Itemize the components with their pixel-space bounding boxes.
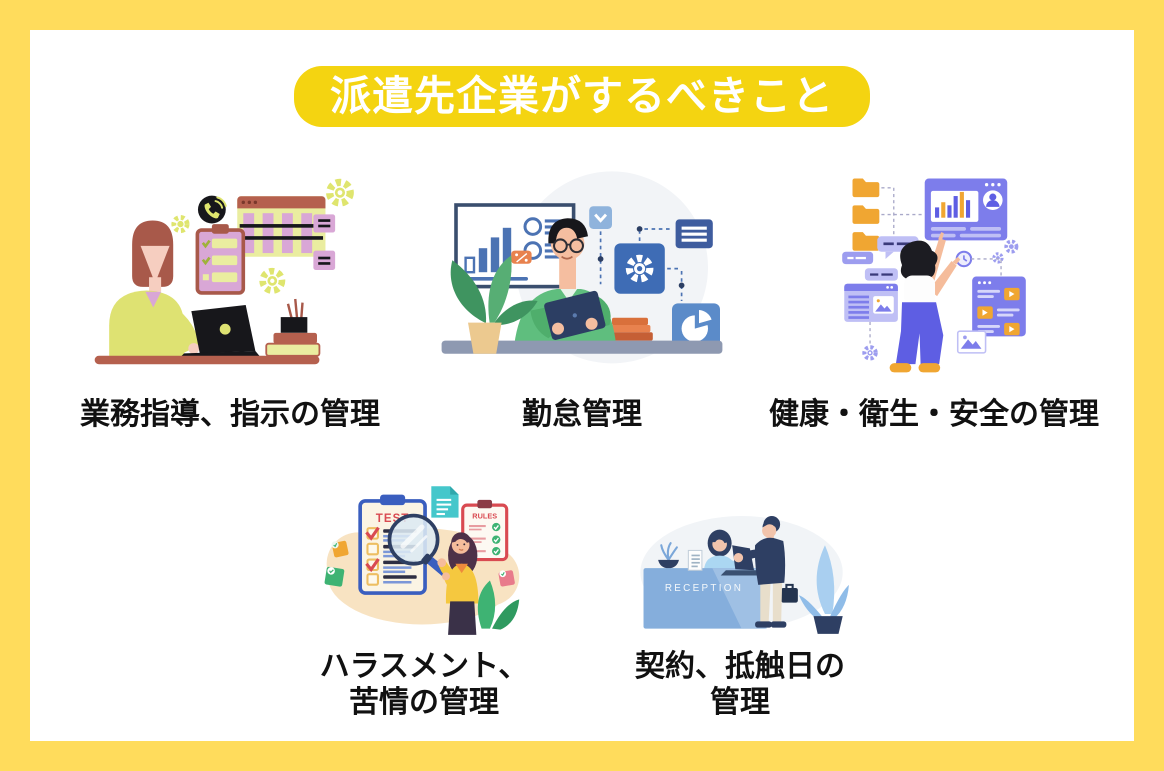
visitor-man: [733, 516, 798, 628]
top-row: 業務指導、指示の管理: [30, 157, 1134, 433]
image-card-icon: [956, 330, 987, 354]
books-icon: [606, 317, 653, 341]
item-attendance: 勤怠管理: [406, 157, 758, 433]
document-stand-icon: [687, 550, 702, 571]
document-icon: [431, 486, 459, 518]
analytics-window-icon: [924, 178, 1008, 241]
sticky-note-icon: [498, 570, 515, 587]
pointing-woman: [889, 232, 961, 373]
page-title: 派遣先企業がするべきこと: [330, 73, 834, 119]
schedule-window-icon: [237, 196, 326, 257]
folder-icons: [852, 178, 925, 251]
plant-icon: [798, 545, 849, 634]
item-label: ハラスメント、 苦情の管理: [319, 650, 529, 720]
desk-plant-icon: [657, 542, 679, 569]
phone-icon: [197, 195, 227, 224]
speech-bubble-icons: [842, 236, 919, 281]
reception-sign: RECEPTION: [664, 583, 742, 594]
item-harassment: RULES: [274, 473, 574, 721]
sticky-note-icon: [331, 540, 349, 558]
desk-organizer-books-icon: [265, 298, 321, 357]
reception-desk: RECEPTION: [643, 568, 767, 629]
illustration-health-safety: [842, 178, 1026, 373]
man-with-tablet: [513, 218, 617, 352]
list-window-icon: [844, 283, 898, 361]
rules-title: RULES: [472, 512, 497, 521]
item-label: 契約、抵触日の 管理: [635, 650, 845, 720]
sticky-note-icon: [313, 214, 336, 233]
title-badge: 派遣先企業がするべきこと: [294, 66, 870, 128]
item-health-safety: 健康・衛生・安全の管理: [758, 157, 1110, 433]
gear-icon: [326, 178, 354, 207]
item-label: 健康・衛生・安全の管理: [769, 398, 1099, 432]
gear-square-icon: [614, 243, 665, 294]
plant-icon: [450, 255, 538, 354]
content-canvas: 派遣先企業がするべきこと: [30, 30, 1134, 741]
video-list-window-icon: [972, 276, 1026, 337]
woman-with-magnifier: [437, 532, 479, 636]
gear-icon: [259, 267, 286, 294]
illustration-work-instruction: [94, 178, 354, 365]
percent-tag-icon: [511, 250, 532, 264]
desk-surface: [441, 340, 723, 354]
item-label: 勤怠管理: [522, 398, 642, 432]
sticky-note-icon: [324, 566, 345, 587]
pie-chart-icon: [672, 303, 720, 352]
checklist-clipboard-icon: [195, 224, 246, 295]
illustration-contract: RECEPTION: [639, 516, 849, 634]
gear-icon: [171, 215, 190, 234]
leaves-icon: [477, 580, 520, 630]
document-icon: [675, 219, 713, 249]
sticky-note-icon: [313, 250, 336, 271]
woman-at-desk: [109, 220, 200, 358]
item-work-instruction: 業務指導、指示の管理: [54, 157, 406, 433]
item-contract: RECEPTION: [590, 473, 890, 721]
bottom-row: RULES: [30, 473, 1134, 721]
illustration-harassment: RULES: [324, 486, 520, 636]
workflow-icons: [589, 206, 720, 352]
desk-surface: [94, 355, 320, 365]
item-label: 業務指導、指示の管理: [80, 398, 380, 432]
illustration-attendance: [441, 171, 723, 364]
